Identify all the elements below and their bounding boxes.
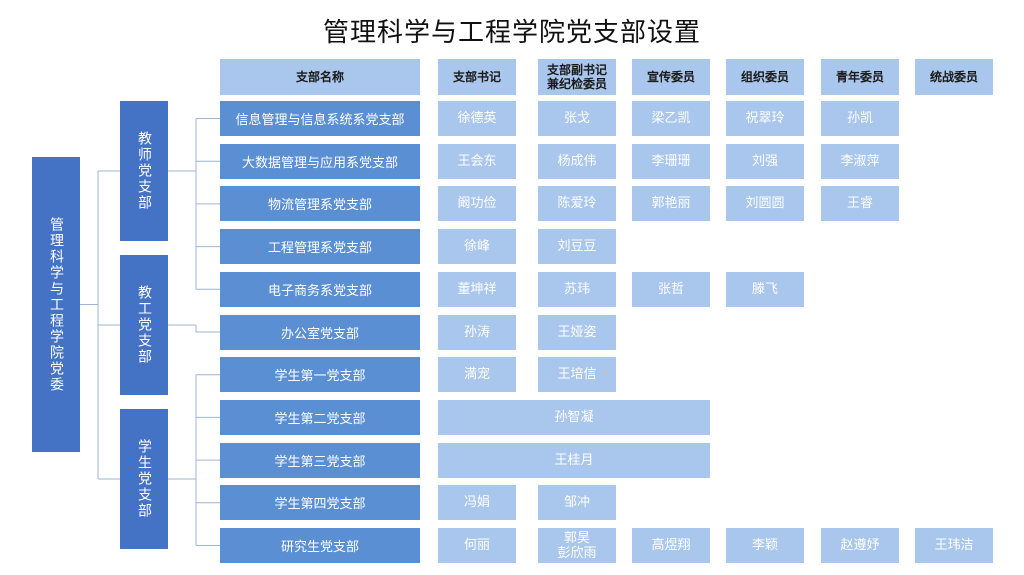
member-cell: 孙涛 xyxy=(438,314,516,350)
member-cell: 郭艳丽 xyxy=(632,186,710,222)
member-cell: 郭昊彭欣雨 xyxy=(538,528,616,563)
member-cell: 李颖 xyxy=(726,528,804,563)
member-cell: 刘圆圆 xyxy=(726,186,804,222)
member-cell: 苏玮 xyxy=(538,271,616,307)
branch-name: 大数据管理与应用系党支部 xyxy=(220,143,420,179)
branch-name: 学生第三党支部 xyxy=(220,442,420,478)
member-cell: 阚功俭 xyxy=(438,186,516,222)
member-cell: 徐峰 xyxy=(438,229,516,265)
member-cell: 李珊珊 xyxy=(632,143,710,179)
member-cell: 李淑萍 xyxy=(821,143,899,179)
header-cell: 支部副书记兼纪检委员 xyxy=(538,59,616,95)
header-cell: 组织委员 xyxy=(726,59,804,95)
member-cell: 高煜翔 xyxy=(632,528,710,563)
branch-name: 信息管理与信息系统系党支部 xyxy=(220,101,420,136)
group-label: 教工党支部 xyxy=(136,285,152,365)
member-cell: 祝翠玲 xyxy=(726,101,804,136)
branch-name: 研究生党支部 xyxy=(220,528,420,563)
root-label: 管理科学与工程学院党委 xyxy=(48,216,64,393)
branch-name: 学生第一党支部 xyxy=(220,357,420,393)
header-cell: 宣传委员 xyxy=(632,59,710,95)
member-cell: 张哲 xyxy=(632,271,710,307)
member-cell: 王会东 xyxy=(438,143,516,179)
member-cell: 王玮洁 xyxy=(915,528,993,563)
branch-name: 学生第四党支部 xyxy=(220,485,420,521)
member-cell: 満宠 xyxy=(438,357,516,393)
member-cell: 邹冲 xyxy=(538,485,616,521)
member-cell: 孙凯 xyxy=(821,101,899,136)
group-label: 教师党支部 xyxy=(136,131,152,211)
member-cell: 王娅姿 xyxy=(538,314,616,350)
branch-name: 学生第二党支部 xyxy=(220,399,420,435)
member-cell: 董坤祥 xyxy=(438,271,516,307)
group-label: 学生党支部 xyxy=(136,439,152,519)
member-cell: 陈爱玲 xyxy=(538,186,616,222)
header-cell: 支部名称 xyxy=(220,59,420,95)
member-cell: 赵遵妤 xyxy=(821,528,899,563)
member-cell: 滕飞 xyxy=(726,271,804,307)
group-box: 教师党支部 xyxy=(120,101,168,241)
member-cell: 张戈 xyxy=(538,101,616,136)
group-box: 教工党支部 xyxy=(120,255,168,395)
page-title: 管理科学与工程学院党支部设置 xyxy=(322,18,701,48)
member-cell: 冯娟 xyxy=(438,485,516,521)
merged-member-cell: 孙智凝 xyxy=(438,399,710,435)
header-cell: 支部书记 xyxy=(438,59,516,95)
root-box: 管理科学与工程学院党委 xyxy=(32,157,80,452)
branch-name: 物流管理系党支部 xyxy=(220,186,420,222)
member-cell: 王培信 xyxy=(538,357,616,393)
member-cell: 梁乙凯 xyxy=(632,101,710,136)
header-cell: 统战委员 xyxy=(915,59,993,95)
header-cell: 青年委员 xyxy=(821,59,899,95)
group-box: 学生党支部 xyxy=(120,409,168,549)
member-cell: 杨成伟 xyxy=(538,143,616,179)
member-cell: 徐德英 xyxy=(438,101,516,136)
branch-name: 办公室党支部 xyxy=(220,314,420,350)
member-cell: 王睿 xyxy=(821,186,899,222)
member-cell: 刘强 xyxy=(726,143,804,179)
member-cell: 何丽 xyxy=(438,528,516,563)
merged-member-cell: 王桂月 xyxy=(438,442,710,478)
branch-name: 电子商务系党支部 xyxy=(220,271,420,307)
member-cell: 刘豆豆 xyxy=(538,229,616,265)
branch-name: 工程管理系党支部 xyxy=(220,229,420,265)
